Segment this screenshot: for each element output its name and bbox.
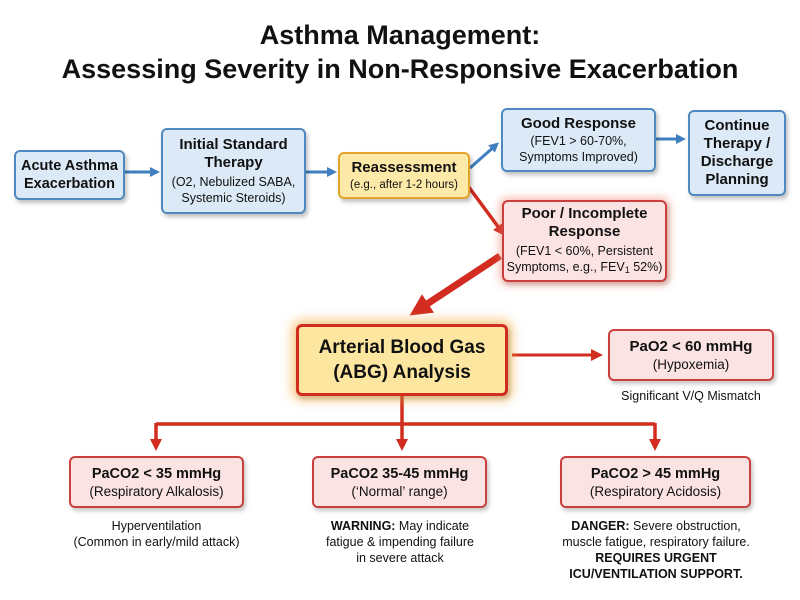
node-initial-label: Initial Standard Therapy bbox=[179, 136, 288, 171]
note-low-line-1: Hyperventilation bbox=[111, 519, 202, 533]
note-vq-mismatch: Significant V/Q Mismatch bbox=[621, 389, 761, 403]
node-good-detail-1: (FEV1 > 60-70%, bbox=[530, 134, 627, 148]
node-poor-detail-2: Symptoms, e.g., FEV1 52%) bbox=[507, 259, 663, 278]
note-high-line-4: ICU/VENTILATION SUPPORT. bbox=[569, 567, 743, 581]
node-paco2-high-detail: (Respiratory Acidosis) bbox=[589, 483, 722, 499]
note-high-line-1: Severe obstruction, bbox=[629, 519, 741, 533]
node-poor-detail-2-sub: 1 bbox=[624, 264, 630, 275]
node-abg-label-2: (ABG) Analysis bbox=[333, 362, 471, 383]
title-line-1: Asthma Management: bbox=[259, 20, 541, 50]
node-paco2-normal-detail: (‘Normal’ range) bbox=[351, 483, 448, 499]
node-paco2-low-label: PaCO2 < 35 mmHg bbox=[91, 465, 222, 482]
node-reassessment: Reassessment (e.g., after 1-2 hours) bbox=[338, 152, 470, 199]
node-abg-analysis: Arterial Blood Gas (ABG) Analysis bbox=[296, 324, 508, 396]
note-paco2-high: DANGER: Severe obstruction, muscle fatig… bbox=[534, 518, 778, 582]
note-normal-line-2: fatigue & impending failure bbox=[325, 535, 474, 549]
node-continue-therapy: Continue Therapy / Discharge Planning bbox=[688, 110, 786, 196]
note-normal-line-3: in severe attack bbox=[356, 551, 444, 565]
node-reassess-label: Reassessment bbox=[351, 158, 457, 176]
node-poor-detail-2-prefix: Symptoms, e.g., FEV bbox=[506, 259, 625, 274]
node-good-label: Good Response bbox=[520, 115, 636, 132]
note-high-line-3: REQUIRES URGENT bbox=[595, 551, 717, 565]
node-pao2-detail: (Hypoxemia) bbox=[652, 356, 730, 372]
arrow-reassess-to-poor bbox=[466, 184, 505, 237]
node-pao2-label: PaO2 < 60 mmHg bbox=[629, 337, 753, 355]
node-good-response: Good Response (FEV1 > 60-70%, Symptoms I… bbox=[501, 108, 656, 172]
note-high-line-2: muscle fatigue, respiratory failure. bbox=[562, 535, 750, 549]
node-initial-detail: (O2, Nebulized SABA, Systemic Steroids) bbox=[171, 175, 296, 205]
node-paco2-low: PaCO2 < 35 mmHg (Respiratory Alkalosis) bbox=[69, 456, 244, 508]
note-paco2-normal: WARNING: May indicate fatigue & impendin… bbox=[292, 518, 508, 566]
note-low-line-2: (Common in early/mild attack) bbox=[73, 535, 240, 549]
node-poor-detail-2-suffix: 52%) bbox=[629, 259, 663, 274]
node-acute-exacerbation: Acute Asthma Exacerbation bbox=[14, 150, 125, 200]
note-normal-warning: WARNING: bbox=[330, 519, 396, 533]
node-pao2-hypoxemia: PaO2 < 60 mmHg (Hypoxemia) bbox=[608, 329, 774, 381]
node-poor-label: Poor / Incomplete Response bbox=[521, 204, 648, 240]
arrow-poor-to-abg bbox=[409, 253, 502, 316]
node-poor-response: Poor / Incomplete Response (FEV1 < 60%, … bbox=[502, 200, 667, 282]
note-high-danger: DANGER: bbox=[571, 519, 630, 533]
node-paco2-low-detail: (Respiratory Alkalosis) bbox=[89, 483, 224, 499]
title-line-2: Assessing Severity in Non-Responsive Exa… bbox=[61, 54, 739, 84]
node-initial-therapy: Initial Standard Therapy (O2, Nebulized … bbox=[161, 128, 306, 214]
node-continue-label: Continue Therapy / Discharge Planning bbox=[700, 117, 774, 188]
node-paco2-high: PaCO2 > 45 mmHg (Respiratory Acidosis) bbox=[560, 456, 751, 508]
node-acute-label: Acute Asthma Exacerbation bbox=[21, 158, 118, 192]
node-good-detail-2: Symptoms Improved) bbox=[519, 150, 638, 164]
node-reassess-detail: (e.g., after 1-2 hours) bbox=[349, 178, 459, 191]
node-abg-label-1: Arterial Blood Gas bbox=[318, 337, 486, 358]
node-paco2-high-label: PaCO2 > 45 mmHg bbox=[590, 465, 721, 482]
node-paco2-normal: PaCO2 35-45 mmHg (‘Normal’ range) bbox=[312, 456, 487, 508]
node-paco2-normal-label: PaCO2 35-45 mmHg bbox=[330, 465, 469, 482]
node-poor-detail-1: (FEV1 < 60%, Persistent bbox=[515, 243, 654, 258]
note-normal-line-1: May indicate bbox=[395, 519, 470, 533]
arrow-reassess-to-good bbox=[469, 142, 499, 170]
note-paco2-low: Hyperventilation (Common in early/mild a… bbox=[44, 518, 269, 550]
